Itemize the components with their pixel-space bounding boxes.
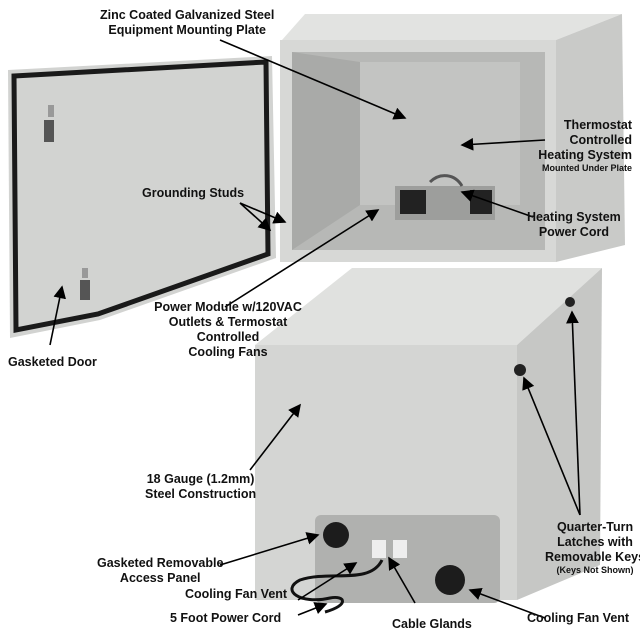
- label-line: Outlets & Termostat: [168, 315, 288, 329]
- label-fan-vent-right: Cooling Fan Vent: [527, 611, 630, 625]
- label-latches: Quarter-Turn Latches with Removable Keys…: [545, 520, 640, 576]
- label-line: Controlled: [196, 330, 260, 344]
- mounting-plate: [360, 62, 520, 205]
- cable-gland: [372, 540, 386, 558]
- label-power-cord: 5 Foot Power Cord: [170, 611, 282, 625]
- power-cord: [290, 559, 384, 614]
- label-line: Zinc Coated Galvanized Steel: [100, 8, 275, 22]
- label-cable-glands: Cable Glands: [392, 617, 472, 631]
- label-gasketed-door: Gasketed Door: [8, 355, 97, 369]
- latch-keyhole: [565, 297, 575, 307]
- callout-arrows: [49, 39, 581, 619]
- label-line: Power Cord: [538, 225, 609, 239]
- label-heating-power-cord: Heating System Power Cord: [527, 210, 621, 240]
- cable-gland: [393, 540, 407, 558]
- label-line: Controlled: [569, 133, 633, 147]
- label-steel-construction: 18 Gauge (1.2mm) Steel Construction: [145, 472, 256, 502]
- latch-keyhole: [514, 364, 526, 376]
- label-line: Access Panel: [119, 571, 201, 585]
- open-door: [8, 56, 276, 338]
- label-note: (Keys Not Shown): [556, 565, 634, 575]
- label-line: Power Module w/120VAC: [154, 300, 302, 314]
- label-line: Heating System: [538, 148, 632, 162]
- label-line: Steel Construction: [145, 487, 257, 501]
- label-power-module: Power Module w/120VAC Outlets & Termosta…: [138, 300, 318, 360]
- closed-enclosure: [255, 268, 602, 614]
- label-access-panel: Gasketed Removable Access Panel: [97, 556, 223, 586]
- label-grounding-studs: Grounding Studs: [142, 186, 245, 200]
- label-line: Equipment Mounting Plate: [108, 23, 266, 37]
- label-line: Latches with: [557, 535, 633, 549]
- label-mounting-plate: Zinc Coated Galvanized Steel Equipment M…: [100, 8, 274, 38]
- label-line: Gasketed Removable: [97, 556, 224, 570]
- fan-vent: [435, 565, 465, 595]
- open-enclosure: [280, 14, 625, 262]
- label-line: Thermostat: [563, 118, 632, 132]
- label-line: Removable Keys: [545, 550, 640, 564]
- label-note: Mounted Under Plate: [541, 163, 632, 173]
- label-line: Quarter-Turn: [556, 520, 634, 534]
- fan-vent: [323, 522, 349, 548]
- label-heating-system: Thermostat Controlled Heating System Mou…: [538, 118, 632, 174]
- label-fan-vent-left: Cooling Fan Vent: [185, 587, 288, 601]
- label-line: Cooling Fans: [188, 345, 268, 359]
- label-line: Heating System: [527, 210, 621, 224]
- label-line: 18 Gauge (1.2mm): [146, 472, 255, 486]
